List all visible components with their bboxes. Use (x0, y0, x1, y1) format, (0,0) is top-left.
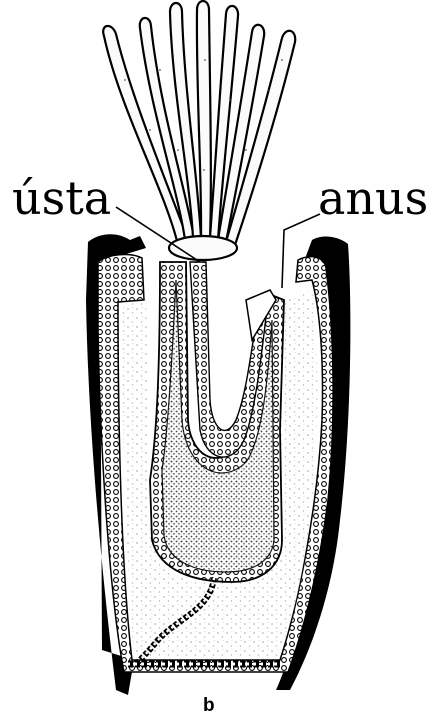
lophophore-tentacles (103, 1, 295, 260)
label-mouth: ústa (12, 171, 111, 225)
panel-label: b (203, 695, 215, 716)
label-anus: anus (318, 171, 428, 225)
